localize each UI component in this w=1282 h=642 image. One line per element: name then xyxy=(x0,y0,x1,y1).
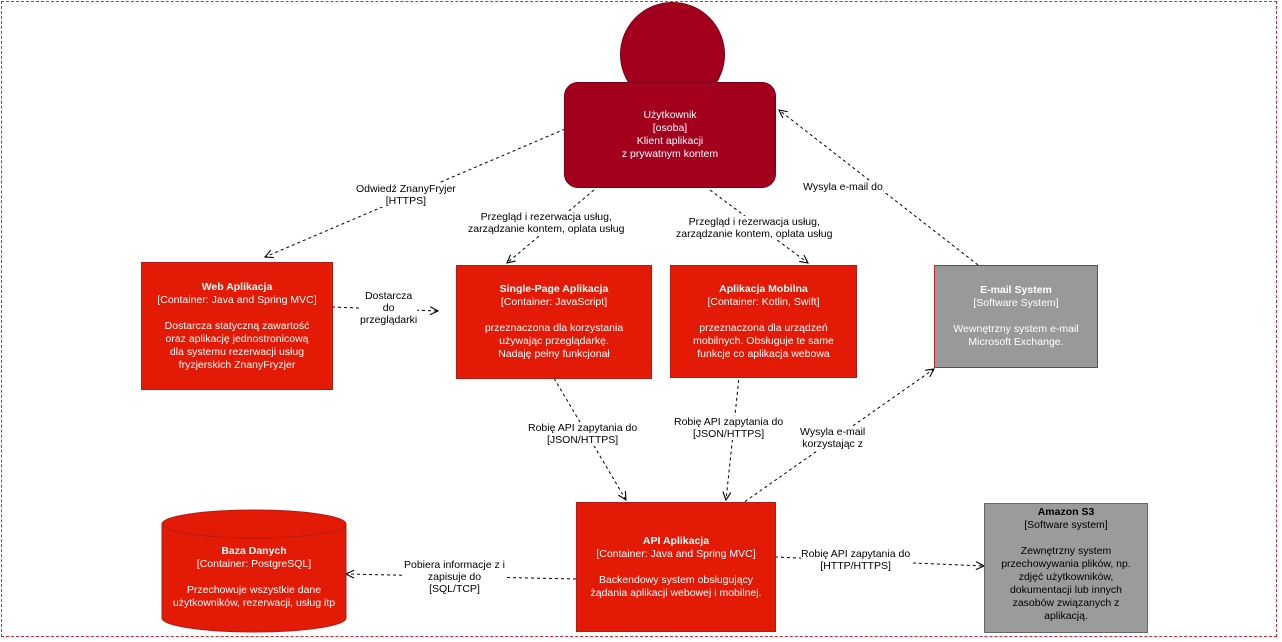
s3-desc-5: zasobów związanych z xyxy=(1012,597,1120,609)
system-amazon-s3[interactable]: Amazon S3 [Software system] Zewnętrzny s… xyxy=(984,503,1148,633)
label-visit: Odwiedź ZnanyFryjer[HTTPS] xyxy=(356,183,456,207)
email-desc-1: Wewnętrzny system e-mail xyxy=(953,323,1079,335)
api-desc-2: żądania aplikacji webowej i mobilnej. xyxy=(590,586,762,599)
spa-tech: [Container: JavaScript] xyxy=(500,296,608,308)
person-type: [osoba] xyxy=(652,122,688,134)
person-name: Użytkownik xyxy=(643,109,697,121)
api-tech: [Container: Java and Spring MVC] xyxy=(596,547,756,560)
api-title: API Aplikacja xyxy=(642,534,710,547)
s3-desc-3: zdjęć użytkowników, xyxy=(1018,571,1114,583)
container-mobile-app[interactable]: Aplikacja Mobilna [Container: Kotlin, Sw… xyxy=(670,265,857,378)
db-tech: [Container: PostgreSQL] xyxy=(196,558,312,570)
spa-desc-3: Nadaję pełny funkcjonał xyxy=(498,348,610,360)
container-web-app[interactable]: Web Aplikacja [Container: Java and Sprin… xyxy=(141,262,333,390)
email-tech: [Software System] xyxy=(973,297,1059,309)
container-database[interactable]: Baza Danych [Container: PostgreSQL] Prze… xyxy=(162,545,346,610)
person-desc-1: Klient aplikacji xyxy=(636,135,704,147)
container-spa[interactable]: Single-Page Aplikacja [Container: JavaSc… xyxy=(456,265,652,379)
mobile-tech: [Container: Kotlin, Swift] xyxy=(707,295,820,308)
db-desc-2: użytkowników, rezerwacji, usług itp xyxy=(172,597,336,609)
s3-desc-1: Zewnętrzny system xyxy=(1020,545,1112,557)
label-browse-spa: Przegląd i rezerwacja usług,zarządzanie … xyxy=(468,211,625,235)
web-app-desc-4: fryzjerskich ZnanyFryzjer xyxy=(178,358,296,371)
label-email-sends: Wysyla e-mail do xyxy=(803,181,883,193)
s3-desc-4: dokumentacji lub innych xyxy=(1009,584,1123,596)
spa-desc-2: używając przeglądarkę. xyxy=(499,335,609,347)
web-app-tech: [Container: Java and Spring MVC] xyxy=(157,293,317,306)
mobile-desc-1: przeznaczona dla urządzeń xyxy=(699,321,828,334)
spa-title: Single-Page Aplikacja xyxy=(499,283,609,295)
s3-title: Amazon S3 xyxy=(1037,506,1095,518)
edge-spa-api xyxy=(547,367,626,500)
web-app-desc-2: oraz aplikację jednostronicową xyxy=(165,332,309,345)
web-app-title: Web Aplikacja xyxy=(201,280,273,293)
email-desc-2: Microsoft Exchange. xyxy=(968,336,1064,348)
web-app-desc-3: dla systemu rezerwacji usług xyxy=(169,345,305,358)
label-api-s3: Robię API zapytania do[HTTP/HTTPS] xyxy=(801,548,911,572)
db-desc-1: Przechowuje wszystkie dane xyxy=(186,584,322,596)
email-title: E-mail System xyxy=(980,284,1052,296)
database-cylinder xyxy=(161,509,347,633)
person-user[interactable]: Użytkownik [osoba] Klient aplikacji z pr… xyxy=(564,82,776,188)
container-api-app[interactable]: API Aplikacja [Container: Java and Sprin… xyxy=(576,502,776,632)
web-app-desc-1: Dostarcza statyczną zawartość xyxy=(164,319,310,332)
mobile-title: Aplikacja Mobilna xyxy=(719,282,808,295)
label-browse-mobile: Przegląd i rezerwacja usług,zarządzanie … xyxy=(676,216,833,240)
label-spa-api: Robię API zapytania do[JSON/HTTPS] xyxy=(528,422,638,446)
spa-desc-1: przeznaczona dla korzystania xyxy=(484,322,624,334)
s3-desc-6: aplikacją. xyxy=(1044,610,1088,622)
s3-desc-2: przechowywania plików, np. xyxy=(1001,558,1131,570)
db-title: Baza Danych xyxy=(221,545,287,557)
mobile-desc-3: funkcje co aplikacja webowa xyxy=(697,347,830,360)
label-mobile-api: Robię API zapytania do[JSON/HTTPS] xyxy=(674,416,784,440)
system-email[interactable]: E-mail System [Software System] Wewnętrz… xyxy=(934,265,1098,368)
s3-tech: [Software system] xyxy=(1024,519,1108,531)
api-desc-1: Backendowy system obsługujący xyxy=(598,573,754,586)
mobile-desc-2: mobilnych. Obsługuje te same xyxy=(693,334,834,347)
person-desc-2: z prywatnym kontem xyxy=(621,148,719,160)
